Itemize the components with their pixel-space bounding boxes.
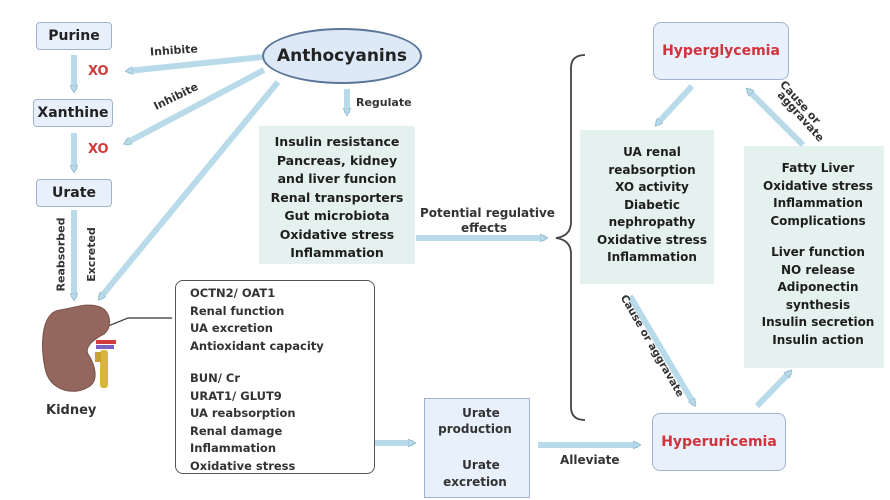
hyperuricemia-increased-item: Complications [770, 213, 866, 228]
regulated-item: Pancreas, kidney [276, 152, 398, 168]
anthocyanins-label: Anthocyanins [277, 46, 407, 66]
xo-label-2: XO [88, 142, 109, 157]
xanthine-label: Xanthine [37, 105, 109, 121]
kidney-decreased-item: Inflammation [190, 441, 277, 455]
kidney-decreased-item: BUN/ Cr [190, 371, 241, 385]
regulated-item: Insulin resistance [274, 134, 400, 149]
anthocyanins-node: Anthocyanins [262, 28, 422, 84]
kidney-label: Kidney [46, 403, 97, 418]
hyperuricemia-decreased-item: Liver function [771, 245, 865, 259]
excreted-label: Excreted [84, 227, 98, 282]
hyperglycemia-effect-item: Diabetic [624, 197, 680, 212]
regulated-item: Renal transporters [270, 189, 404, 205]
arrow-cause-aggravate-to-hyperglycemia [748, 90, 806, 148]
hyperglycemia-effect-item: XO activity [615, 180, 689, 194]
hyperuricemia-decreased-item: Adiponectin [777, 280, 859, 294]
xanthine-box: Xanthine [33, 99, 113, 127]
hyperglycemia-effect-item: Inflammation [607, 250, 697, 264]
urate-production-label-1: Urate [462, 406, 500, 420]
urate-excretion-label-1: Urate [462, 458, 500, 472]
hyperuricemia-increased-item: Inflammation [773, 196, 863, 210]
hyperuricemia-box: Hyperuricemia [652, 413, 786, 471]
kidney-decreased-item: UA reabsorption [190, 406, 296, 420]
hyperuricemia-decreased-item: Insulin secretion [761, 315, 875, 329]
urate-excretion-label-2: excretion [443, 475, 507, 489]
potential-effects-label-1: Potential regulative [420, 206, 555, 220]
regulate-label: Regulate [356, 96, 412, 109]
arrow-anthocyanins-to-kidney [100, 80, 281, 298]
regulated-item: Gut microbiota [284, 208, 390, 223]
regulated-item: and liver funcion [277, 171, 397, 186]
arrow-hyperglycemia-to-effects [657, 83, 695, 124]
reabsorbed-label: Reabsorbed [54, 217, 68, 292]
xo-label-1: XO [88, 64, 109, 79]
hyperuricemia-increased-item: Oxidative stress [763, 178, 873, 193]
hyperuricemia-label: Hyperuricemia [661, 434, 777, 450]
kidney-decreased-item: URAT1/ GLUT9 [190, 388, 282, 403]
hyperglycemia-effect-item: Oxidative stress [597, 232, 707, 247]
regulated-item: Oxidative stress [279, 226, 395, 242]
hyperglycemia-effect-item: nephropathy [608, 215, 696, 229]
hyperglycemia-effect-item: reabsorption [608, 162, 696, 177]
urate-label: Urate [52, 185, 96, 201]
regulated-item: Inflammation [290, 245, 384, 260]
alleviate-label: Alleviate [560, 453, 620, 467]
kidney-decreased-item: Oxidative stress [190, 458, 296, 473]
urate-box: Urate [36, 179, 112, 207]
hyperuricemia-decreased-item: synthesis [785, 297, 851, 312]
hyperuricemia-decreased-item: Insulin action [772, 332, 864, 347]
purine-label: Purine [48, 28, 100, 44]
kidney-increased-item: Antioxidant capacity [190, 338, 324, 353]
urate-regulation-box: Urate production Urate excretion [424, 398, 530, 498]
hyperglycemia-label: Hyperglycemia [662, 43, 780, 59]
arrow-hyperuricemia-to-effects [754, 372, 790, 409]
hyperuricemia-decreased-item: NO release [780, 262, 856, 277]
arrow-inhibite-xanthine [126, 67, 266, 146]
arrow-inhibite-purine [128, 54, 263, 71]
hyperuricemia-increased-item: Fatty Liver [781, 161, 855, 175]
potential-effects-label-2: effects [461, 221, 507, 235]
kidney-decreased-item: Renal damage [190, 423, 283, 438]
hyperglycemia-box: Hyperglycemia [653, 22, 789, 80]
curly-brace [555, 54, 586, 421]
hyperglycemia-effect-item: UA renal [623, 145, 681, 159]
kidney-increased-item: OCTN2/ OAT1 [190, 286, 276, 300]
purine-box: Purine [36, 22, 112, 50]
kidney-icon [42, 304, 116, 392]
arrow-cause-aggravate-to-hyperuricemia [627, 294, 697, 404]
kidney-increased-item: UA excretion [190, 321, 273, 335]
kidney-increased-item: Renal function [190, 303, 285, 318]
urate-production-label-2: production [438, 422, 512, 436]
